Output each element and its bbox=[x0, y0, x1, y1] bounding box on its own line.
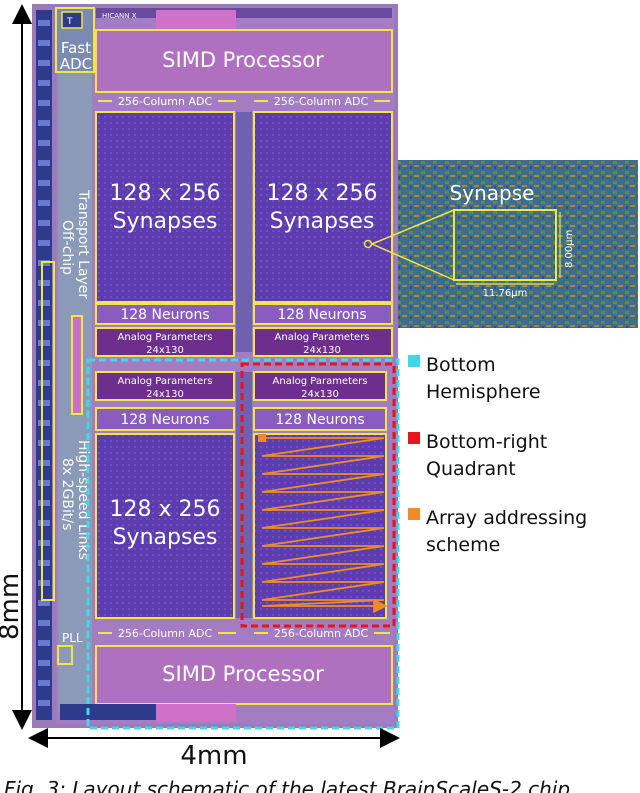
transport-block bbox=[71, 315, 83, 415]
callout-line-top bbox=[371, 209, 455, 245]
neurons-bl-label: 128 Neurons bbox=[120, 412, 209, 428]
analog-tl-line2: 24x130 bbox=[146, 345, 184, 356]
synapse-array-top-right bbox=[253, 111, 393, 303]
analog-tr-line1: Analog Parameters bbox=[275, 332, 370, 343]
width-dimension-label: 4mm bbox=[180, 741, 247, 771]
neurons-tr-label: 128 Neurons bbox=[277, 307, 366, 323]
analog-bl-line1: Analog Parameters bbox=[118, 376, 213, 387]
neurons-br-label: 128 Neurons bbox=[275, 412, 364, 428]
analog-bl-line2: 24x130 bbox=[146, 389, 184, 400]
center-spine bbox=[236, 112, 252, 352]
inset-height-label: 8.00µm bbox=[564, 230, 575, 268]
analog-tl-line1: Analog Parameters bbox=[118, 332, 213, 343]
fast-adc-core bbox=[61, 11, 83, 29]
synapse-callout-point bbox=[363, 239, 373, 249]
simd-processor-top bbox=[95, 29, 393, 93]
top-bar bbox=[96, 8, 392, 18]
logo-text: HICANN X bbox=[102, 12, 137, 20]
bottom-io-pads bbox=[60, 704, 158, 720]
synapse-tr-line1: 128 x 256 bbox=[267, 181, 378, 206]
adc-top-right-label: 256-Column ADC bbox=[274, 95, 369, 108]
center-spine-bottom bbox=[236, 372, 252, 618]
legend-hemisphere-line1: Bottom bbox=[426, 354, 496, 376]
inset-title: Synapse bbox=[450, 181, 535, 205]
simd-bottom-label: SIMD Processor bbox=[162, 662, 324, 686]
highspeed-links-box bbox=[41, 261, 55, 601]
synapse-inset bbox=[398, 160, 638, 328]
legend-quadrant-line1: Bottom-right bbox=[426, 431, 547, 453]
analog-params-bottom-right bbox=[253, 371, 387, 401]
offchip-label-1: Off-chip bbox=[59, 220, 75, 275]
analog-params-bottom-left bbox=[95, 371, 235, 401]
io-pads-left bbox=[36, 10, 52, 720]
legend-hemisphere-line2: Hemisphere bbox=[426, 381, 541, 403]
adc-bottom-right-label: 256-Column ADC bbox=[274, 627, 369, 640]
adc-br-bg bbox=[268, 626, 374, 639]
neurons-top-right bbox=[253, 303, 393, 325]
bottom-hemisphere-outline bbox=[86, 358, 400, 730]
legend-quadrant-line2: Quadrant bbox=[426, 458, 516, 480]
legend-swatch-hemisphere bbox=[408, 355, 420, 367]
legend-swatch-quadrant bbox=[408, 432, 420, 444]
analog-br-line2: 24x130 bbox=[301, 389, 339, 400]
legend-addressing-line2: scheme bbox=[426, 534, 500, 556]
corner-mark: T bbox=[66, 17, 73, 27]
analog-params-top-right bbox=[253, 327, 393, 357]
neurons-bottom-left bbox=[95, 407, 235, 431]
fast-adc-label-2: ADC bbox=[60, 55, 92, 73]
synapse-array-bottom-left bbox=[95, 433, 235, 619]
analog-tr-line2: 24x130 bbox=[303, 345, 341, 356]
inset-width-label: 11.76µm bbox=[483, 288, 528, 299]
adc-tl-bg bbox=[112, 94, 218, 107]
adc-bl-bg bbox=[112, 626, 218, 639]
simd-top-label: SIMD Processor bbox=[162, 48, 324, 72]
figure-caption: Fig. 3: Layout schematic of the latest B… bbox=[4, 777, 570, 793]
fast-adc-label-1: Fast bbox=[61, 39, 91, 57]
highspeed-label-1: 8x 2GBit/s bbox=[59, 458, 75, 530]
legend-swatch-addressing bbox=[408, 508, 420, 520]
adc-top-left-label: 256-Column ADC bbox=[118, 95, 213, 108]
synapse-bl-line1: 128 x 256 bbox=[110, 497, 221, 522]
synapse-cell-outline bbox=[453, 209, 557, 281]
synapse-tr-line2: Synapses bbox=[270, 209, 375, 234]
top-pad-block bbox=[156, 10, 236, 30]
bottom-right-quadrant-outline bbox=[240, 362, 396, 628]
neurons-bottom-right bbox=[253, 407, 387, 431]
adc-tr-bg bbox=[268, 94, 374, 107]
height-dimension-label: 8mm bbox=[0, 573, 25, 640]
neurons-tl-label: 128 Neurons bbox=[120, 307, 209, 323]
synapse-tl-line2: Synapses bbox=[113, 209, 218, 234]
neurons-top-left bbox=[95, 303, 235, 325]
array-addressing-path bbox=[261, 437, 388, 614]
callout-line-bottom bbox=[371, 243, 455, 281]
synapse-array-top-left bbox=[95, 111, 235, 303]
adc-bottom-left-label: 256-Column ADC bbox=[118, 627, 213, 640]
analog-params-top-left bbox=[95, 327, 235, 357]
synapse-bl-line2: Synapses bbox=[113, 525, 218, 550]
simd-processor-bottom bbox=[95, 645, 393, 705]
synapse-tl-line1: 128 x 256 bbox=[110, 181, 221, 206]
pll-label: PLL bbox=[62, 631, 83, 645]
pll-box bbox=[57, 645, 73, 665]
legend-addressing-line1: Array addressing bbox=[426, 507, 587, 529]
offchip-label-2: Transport Layer bbox=[75, 189, 91, 299]
analog-br-line1: Analog Parameters bbox=[273, 376, 368, 387]
addressing-start-marker bbox=[258, 434, 266, 442]
bottom-pad-block bbox=[156, 704, 236, 722]
